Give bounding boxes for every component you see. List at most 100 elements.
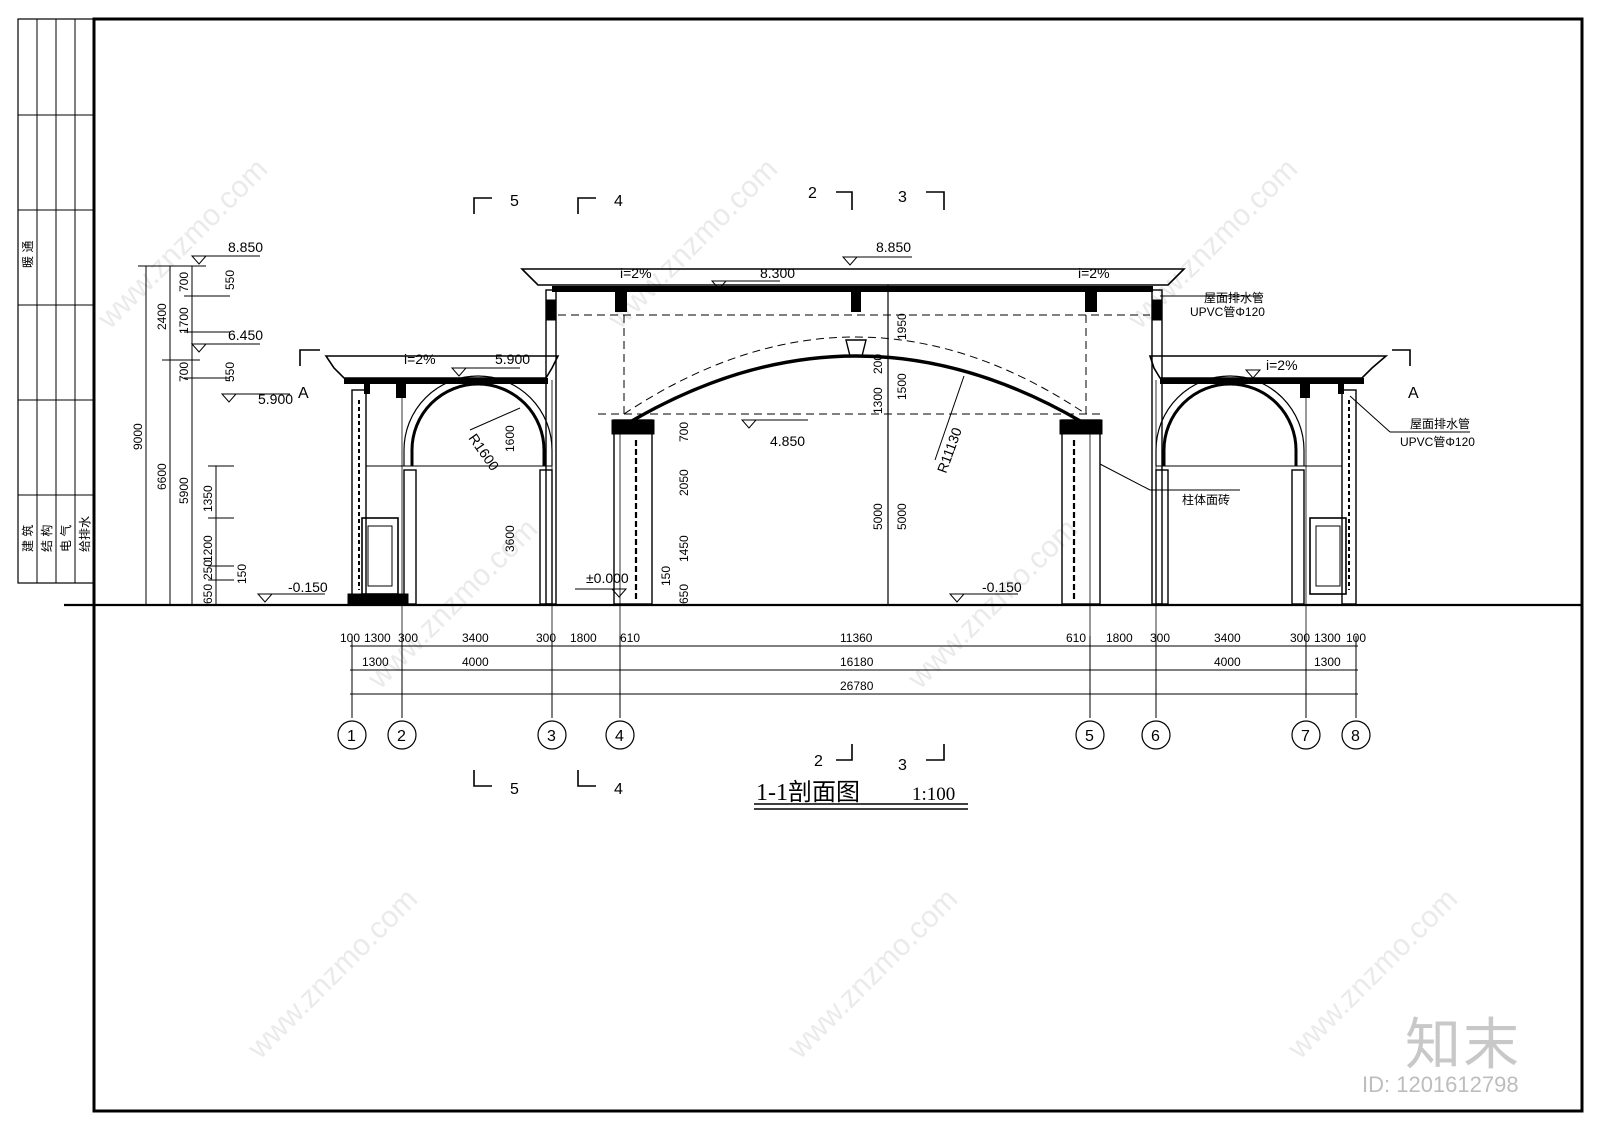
hdim1-300-b: 300 xyxy=(536,631,556,645)
watermark-2: www.znzmo.com xyxy=(601,152,784,335)
elev-left-top: 8.850 xyxy=(228,239,263,255)
vdim-650: 650 xyxy=(677,584,691,604)
pipe-label-top: 屋面排水管 xyxy=(1204,290,1264,305)
dim-left-6600: 6600 xyxy=(155,463,169,490)
dim-left-2400: 2400 xyxy=(155,303,169,330)
horizontal-dimension-lines xyxy=(350,380,1358,718)
elev-ground-right: -0.150 xyxy=(982,579,1022,595)
vdim-5000-a: 5000 xyxy=(871,503,885,530)
vdim-2050: 2050 xyxy=(677,469,691,496)
elevation-markers xyxy=(190,255,1262,603)
hdim1-3400-right: 3400 xyxy=(1214,631,1241,645)
hdim1-1800-right: 1800 xyxy=(1106,631,1133,645)
vdim-200: 200 xyxy=(871,354,885,374)
hdim1-610-right: 610 xyxy=(1066,631,1086,645)
hdim2-4000-left: 4000 xyxy=(462,655,489,669)
elev-arch-spring: 4.850 xyxy=(770,433,805,449)
elev-left-roof-side: 5.900 xyxy=(258,391,293,407)
slope-center-right: i=2% xyxy=(1078,265,1110,281)
title-underline xyxy=(754,803,968,810)
dim-left-1700: 1700 xyxy=(177,307,191,334)
leader-lines xyxy=(469,295,1470,491)
cut-mark-4-top: 4 xyxy=(614,193,623,210)
cut-mark-4-bottom: 4 xyxy=(614,781,623,798)
vdim-3600: 3600 xyxy=(503,525,517,552)
dim-left-1350: 1350 xyxy=(201,485,215,512)
dim-left-650: 650 xyxy=(201,584,215,604)
hdim1-300-c: 300 xyxy=(1150,631,1170,645)
elev-left-roof: 5.900 xyxy=(495,351,530,367)
cut-mark-2-bottom: 2 xyxy=(814,753,823,770)
hdim1-300-a: 300 xyxy=(398,631,418,645)
hdim3-total: 26780 xyxy=(840,679,874,693)
hdim1-1300-left: 1300 xyxy=(364,631,391,645)
drawing-frame xyxy=(17,17,1584,1113)
tb-plumbing: 给排水 xyxy=(78,516,92,552)
dim-left-700-bottom: 700 xyxy=(177,362,191,382)
axis-7: 7 xyxy=(1301,728,1310,745)
axis-4: 4 xyxy=(615,728,624,745)
cut-mark-5-top: 5 xyxy=(510,193,519,210)
cut-mark-2-top: 2 xyxy=(808,185,817,202)
vdim-1450: 1450 xyxy=(677,535,691,562)
vdim-1600: 1600 xyxy=(503,425,517,452)
elev-mid: 8.300 xyxy=(760,265,795,281)
radius-small: R1600 xyxy=(466,431,503,474)
hdim1-11360: 11360 xyxy=(840,631,873,645)
axis-3: 3 xyxy=(547,728,556,745)
hdim1-3400-left: 3400 xyxy=(462,631,489,645)
image-id-tag: ID: 1201612798 xyxy=(1362,1072,1519,1097)
pipe-spec-right: UPVC管Φ120 xyxy=(1400,434,1475,449)
axis-6: 6 xyxy=(1151,728,1160,745)
dim-left-5900: 5900 xyxy=(177,477,191,504)
column-label: 柱体面砖 xyxy=(1182,492,1230,507)
hdim2-1300-right: 1300 xyxy=(1314,655,1341,669)
pipe-label-right: 屋面排水管 xyxy=(1410,416,1470,431)
vdim-1950: 1950 xyxy=(895,313,909,340)
watermark-7: www.znzmo.com xyxy=(781,882,964,1065)
section-a-right: A xyxy=(1408,385,1419,402)
slope-left: i=2% xyxy=(404,351,436,367)
hdim1-1800-left: 1800 xyxy=(570,631,597,645)
slope-center-left: i=2% xyxy=(620,265,652,281)
drawing-scale: 1:100 xyxy=(912,784,955,805)
left-dimension-chains xyxy=(138,265,234,604)
tb-structure: 结 构 xyxy=(39,525,54,552)
dim-left-1200: 1200 xyxy=(201,535,215,562)
brand-logo: 知末 xyxy=(1405,1013,1521,1076)
watermark-6: www.znzmo.com xyxy=(241,882,424,1065)
hdim2-16180: 16180 xyxy=(840,655,874,669)
vdim-1500: 1500 xyxy=(895,373,909,400)
vdim-5000-b: 5000 xyxy=(895,503,909,530)
hdim1-100-right: 100 xyxy=(1346,631,1366,645)
title-block-labels: 建 筑 结 构 电 气 给排水 暖 通 xyxy=(20,241,92,552)
section-cut-brackets xyxy=(299,191,1411,787)
cut-mark-5-bottom: 5 xyxy=(510,781,519,798)
axis-5: 5 xyxy=(1085,728,1094,745)
dim-left-150: 150 xyxy=(235,564,249,584)
cut-mark-3-top: 3 xyxy=(898,189,907,206)
labels: 1-1剖面图 1:100 8.850 8.300 5.900 4.850 ±0.… xyxy=(131,185,1475,806)
drawing-title: 1-1剖面图 xyxy=(756,779,860,806)
pipe-spec-top: UPVC管Φ120 xyxy=(1190,304,1265,319)
axis-bubbles xyxy=(337,720,1371,750)
vdim-700: 700 xyxy=(677,422,691,442)
dim-left-550-top: 550 xyxy=(223,270,237,290)
elev-ground-left: -0.150 xyxy=(288,579,328,595)
dim-left-total: 9000 xyxy=(131,423,145,450)
hdim1-1300-right: 1300 xyxy=(1314,631,1341,645)
elev-top: 8.850 xyxy=(876,239,911,255)
tb-hvac: 暖 通 xyxy=(21,241,35,268)
elev-ledge: 6.450 xyxy=(228,327,263,343)
cut-mark-3-bottom: 3 xyxy=(898,757,907,774)
axis-2: 2 xyxy=(397,728,406,745)
vdim-1300: 1300 xyxy=(871,387,885,414)
axis-1: 1 xyxy=(347,728,356,745)
tb-architecture: 建 筑 xyxy=(20,525,35,552)
hdim1-610-left: 610 xyxy=(620,631,640,645)
tb-electrical: 电 气 xyxy=(58,525,73,552)
dim-left-550-bottom: 550 xyxy=(223,362,237,382)
slope-right: i=2% xyxy=(1266,357,1298,373)
section-a-left: A xyxy=(298,385,309,402)
